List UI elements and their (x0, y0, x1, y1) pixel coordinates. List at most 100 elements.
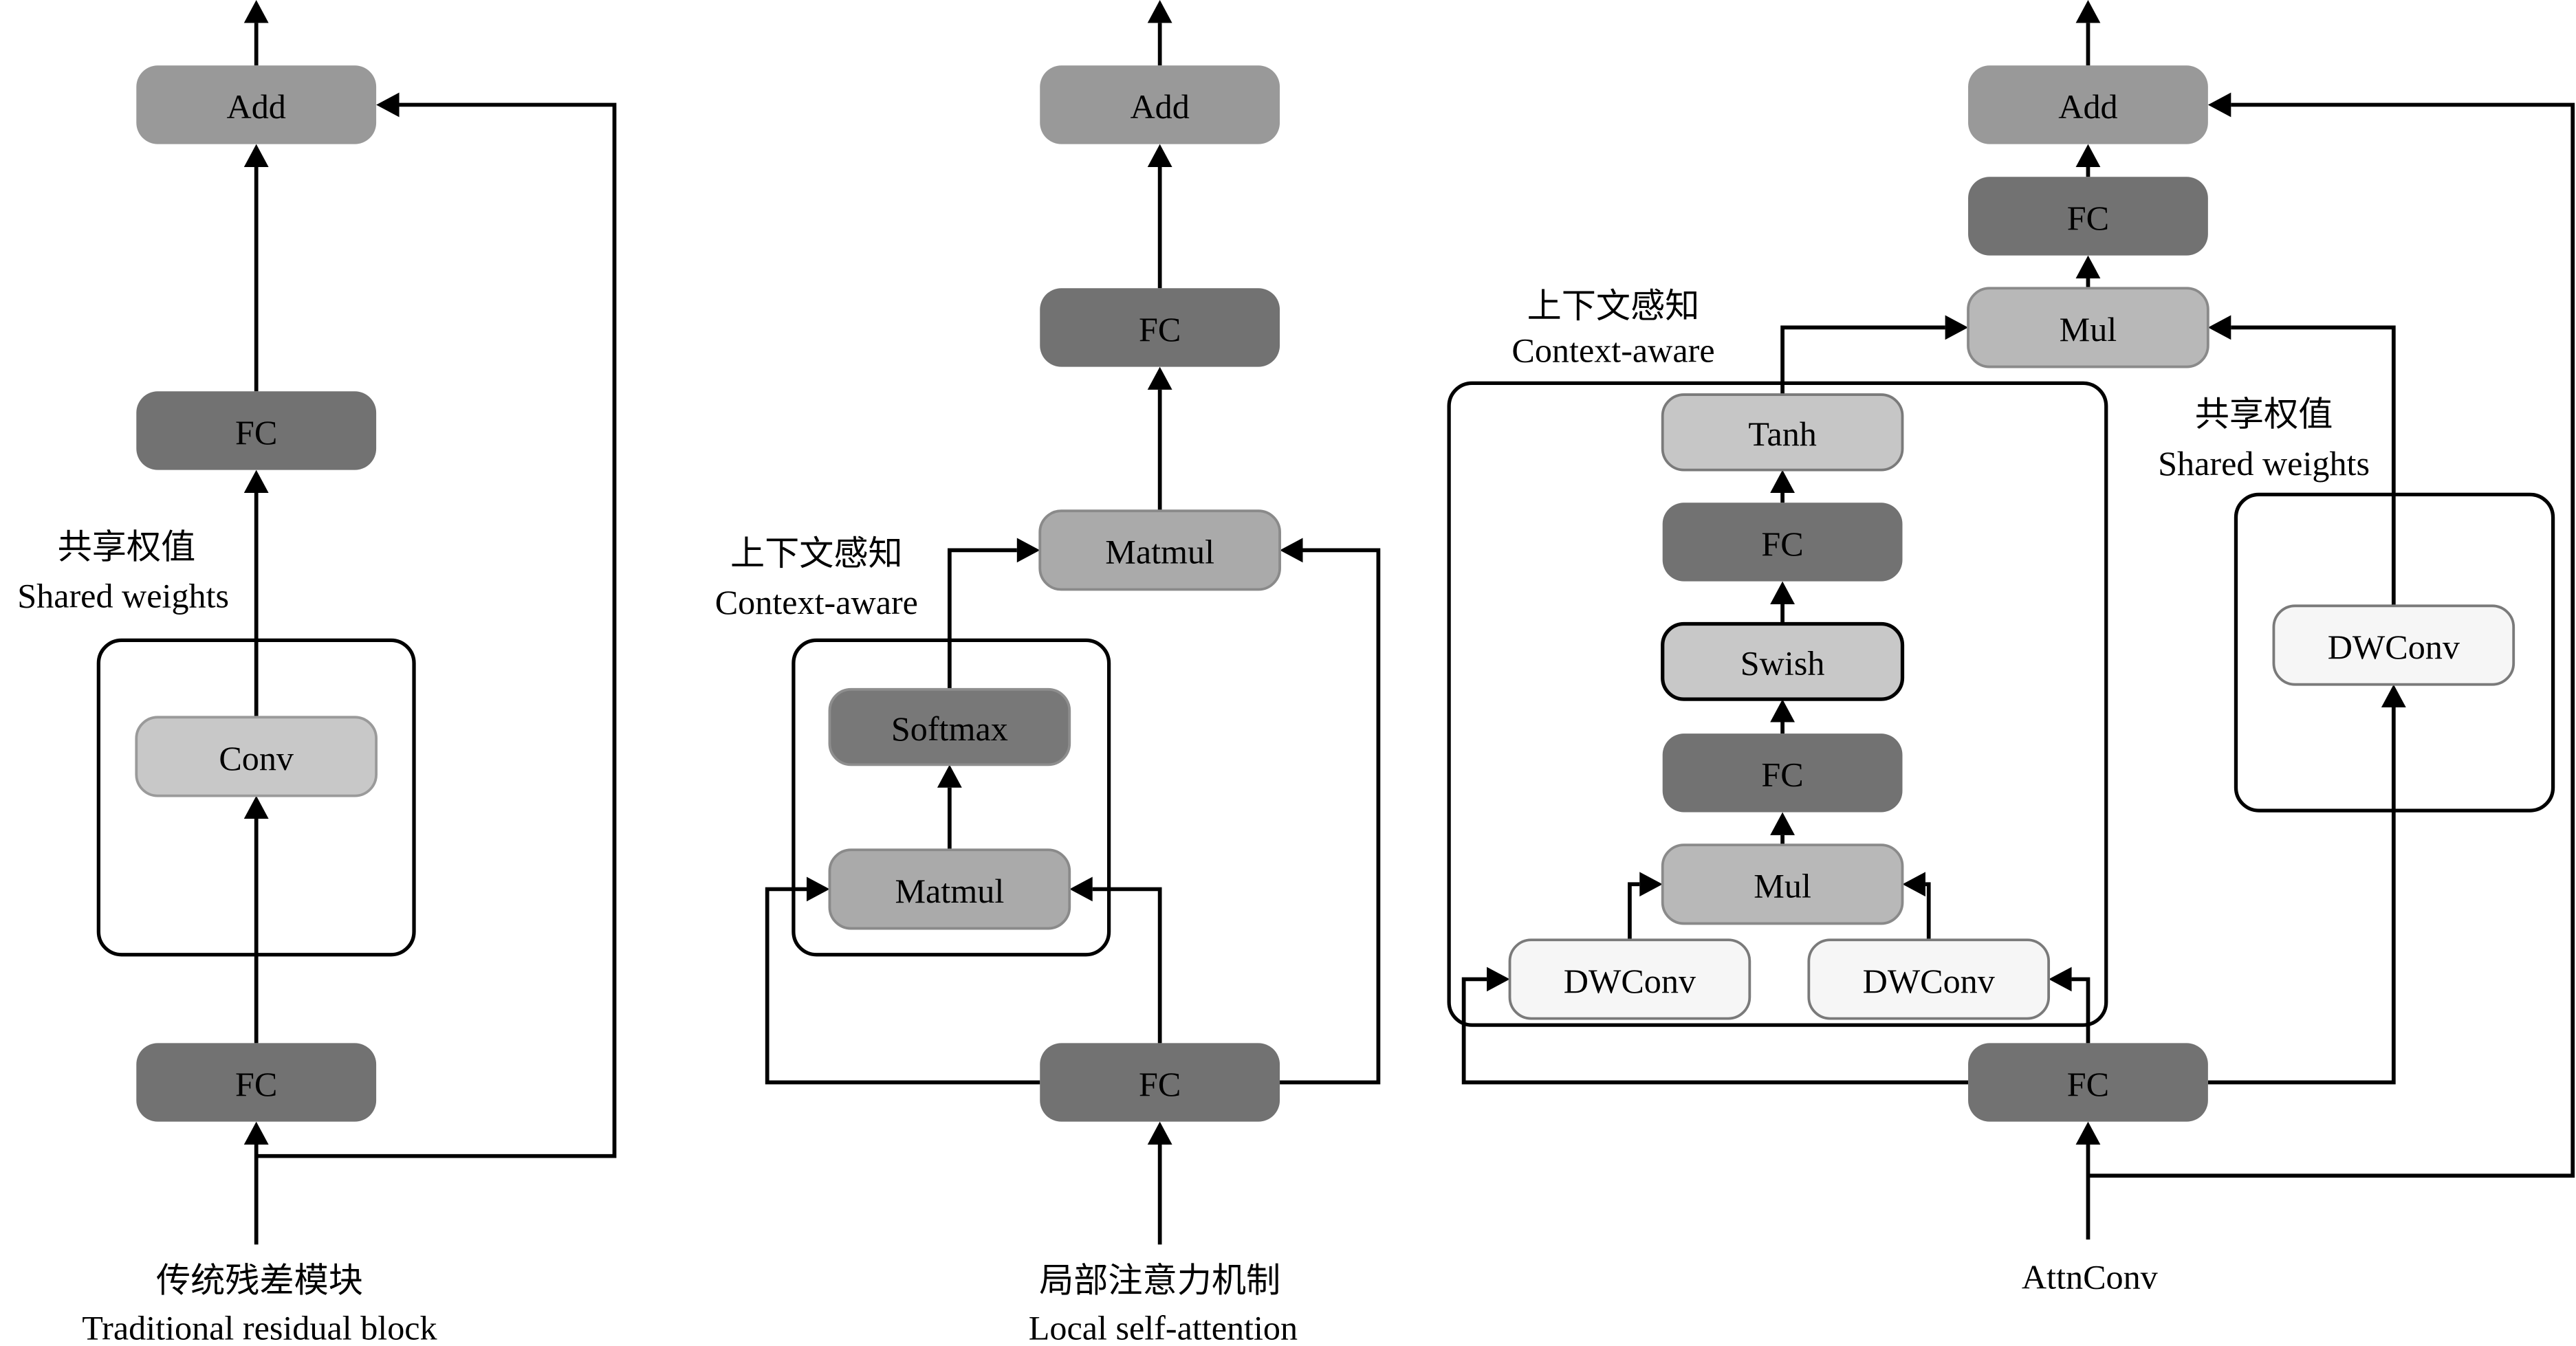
fc-box (136, 391, 377, 470)
node-l-softmax: Softmax (828, 687, 1071, 766)
arrowhead-icon (1280, 538, 1303, 563)
softmax-label: Softmax (891, 709, 1008, 748)
arrowhead-icon (2207, 92, 2231, 118)
arrowhead-icon (243, 1121, 269, 1145)
node-l-add: Add (1040, 65, 1280, 144)
add-box (136, 65, 377, 144)
arrowhead-icon (807, 876, 830, 902)
softmax-box (828, 687, 1071, 766)
arrowhead-icon (1069, 876, 1093, 902)
fc-label: FC (235, 413, 277, 452)
fc-box (1968, 1043, 2208, 1122)
add-label: Add (1130, 87, 1189, 126)
arrowhead-icon (2049, 967, 2072, 992)
node-l-matmul-inner: Matmul (828, 848, 1071, 930)
dwconv-label: DWConv (2328, 628, 2460, 666)
attnconv-context-aware-frame (1447, 381, 2108, 1027)
dwconv-box (1807, 938, 2051, 1020)
mul-label: Mul (2060, 310, 2117, 349)
attnconv-caption: AttnConv (2022, 1258, 2159, 1297)
fc-box (136, 1043, 377, 1122)
traditional-group-label-en: Shared weights (17, 577, 229, 615)
node-a-fc-1: FC (1662, 733, 1903, 813)
fc-label: FC (1139, 310, 1181, 349)
local-caption-en: Local self-attention (1029, 1309, 1298, 1346)
arrowhead-icon (1770, 581, 1795, 604)
arrowhead-icon (1639, 872, 1663, 897)
fc-label: FC (235, 1065, 277, 1103)
fc-label: FC (2067, 1065, 2109, 1103)
fc-box (1662, 503, 1903, 582)
add-label: Add (2058, 87, 2117, 126)
node-a-mul-inner: Mul (1661, 843, 1904, 925)
dwconv-label: DWConv (1564, 962, 1696, 1000)
arrowhead-icon (243, 0, 269, 23)
fc-label: FC (1761, 755, 1803, 794)
traditional-caption-en: Traditional residual block (82, 1309, 437, 1346)
arrowhead-icon (1147, 1121, 1172, 1145)
tanh-box (1661, 393, 1904, 472)
fc-label: FC (2067, 199, 2109, 237)
attnconv-shared-label-en: Shared weights (2158, 444, 2370, 483)
matmul-box (828, 848, 1071, 930)
node-l-fc-bottom: FC (1040, 1043, 1280, 1122)
swish-label: Swish (1740, 644, 1825, 683)
arrowhead-icon (2207, 315, 2231, 340)
connection-wires (243, 0, 2575, 1245)
node-a-mul-top: Mul (1967, 287, 2209, 368)
arrowhead-icon (1770, 812, 1795, 835)
a-fc-to-shared-dwconv (2207, 707, 2396, 1085)
dwconv-box (1508, 938, 1751, 1020)
add-box (1040, 65, 1280, 144)
arrowhead-icon (243, 795, 269, 819)
node-a-fc-top: FC (1968, 177, 2208, 256)
arrowhead-icon (1147, 366, 1172, 390)
arrowhead-icon (243, 470, 269, 493)
arrowhead-icon (243, 144, 269, 167)
fc-box (1040, 288, 1280, 367)
node-l-matmul-top: Matmul (1038, 509, 1281, 591)
arrowhead-icon (2075, 1121, 2101, 1145)
l-fc-up-branch (1092, 887, 1162, 1044)
local-group-label-en: Context-aware (715, 583, 918, 621)
node-a-fc-bottom: FC (1968, 1043, 2208, 1122)
diagram-nodes: AddFCConvFCAddFCMatmulSoftmaxMatmulFCAdd… (135, 65, 2515, 1122)
node-a-fc-2: FC (1662, 503, 1903, 582)
node-a-tanh: Tanh (1661, 393, 1904, 472)
a-fc-to-dwleft (1461, 977, 1969, 1085)
diagram-labels: 共享权值 Shared weights 传统残差模块 Traditional r… (17, 286, 2370, 1346)
node-t-fc-bottom: FC (136, 1043, 377, 1122)
arrowhead-icon (1945, 315, 1969, 340)
fc-label: FC (1139, 1065, 1181, 1103)
arrowhead-icon (376, 92, 400, 118)
fc-box (1040, 1043, 1280, 1122)
node-l-fc-top: FC (1040, 288, 1280, 367)
swish-box (1661, 621, 1905, 701)
traditional-group-label-zh: 共享权值 (58, 527, 196, 566)
node-a-add: Add (1968, 65, 2208, 144)
node-t-fc-top: FC (136, 391, 377, 470)
dwconv-label: DWConv (1863, 962, 1996, 1000)
arrowhead-icon (2075, 0, 2101, 23)
arrowhead-icon (1770, 470, 1795, 493)
arrowhead-icon (1147, 144, 1172, 167)
node-a-dwconv-right: DWConv (1807, 938, 2051, 1020)
add-label: Add (227, 87, 286, 126)
traditional-caption-zh: 传统残差模块 (156, 1260, 363, 1300)
node-t-conv: Conv (135, 716, 378, 797)
arrowhead-icon (1487, 967, 1510, 992)
attnconv-context-label-zh: 上下文感知 (1527, 286, 1700, 326)
arrowhead-icon (1016, 538, 1040, 563)
arrowhead-icon (1770, 699, 1795, 722)
mul-box (1967, 287, 2209, 368)
a-dwleft-to-mul (1628, 882, 1640, 940)
a-tanh-to-mul (1780, 325, 1945, 395)
fc-box (1968, 177, 2208, 256)
fc-box (1662, 733, 1903, 813)
arrowhead-icon (2381, 684, 2406, 708)
local-caption-zh: 局部注意力机制 (1039, 1260, 1280, 1300)
l-fc-right-branch (1280, 548, 1381, 1085)
node-a-dwconv-shared: DWConv (2272, 604, 2515, 686)
mul-box (1661, 843, 1904, 925)
